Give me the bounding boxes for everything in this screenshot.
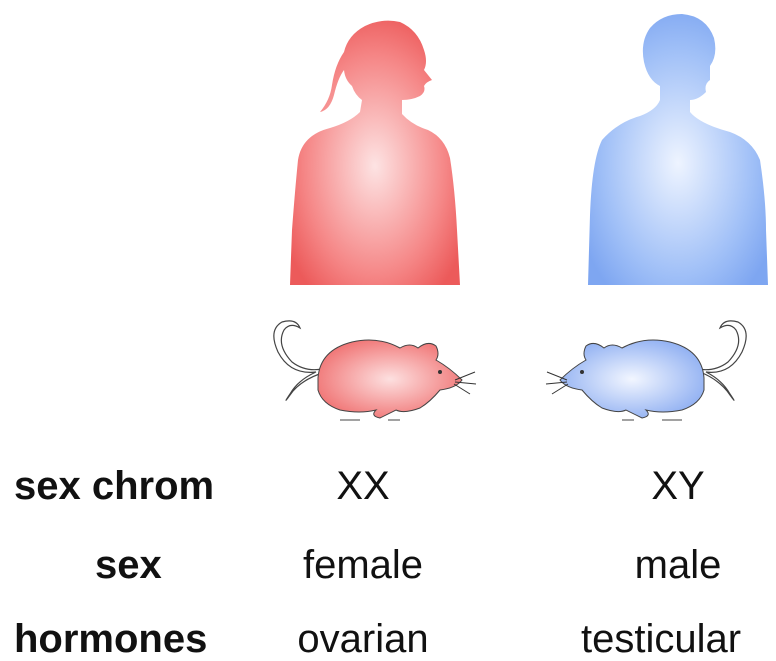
female-silhouette-icon [290,21,460,285]
female-hormones-value: ovarian [248,619,478,659]
female-sex-chrom-value: XX [248,466,478,506]
male-sex-value: male [563,545,776,585]
male-hormones-value: testicular [546,619,776,659]
male-sex-chrom-value: XY [563,466,776,506]
male-silhouette-icon [588,14,768,285]
male-mouse-icon [546,321,746,420]
female-sex-value: female [248,545,478,585]
female-mouse-icon [274,321,476,420]
row-label-sex: sex [95,545,162,585]
row-label-sex-chrom: sex chrom [14,466,214,506]
row-label-hormones: hormones [14,619,207,659]
